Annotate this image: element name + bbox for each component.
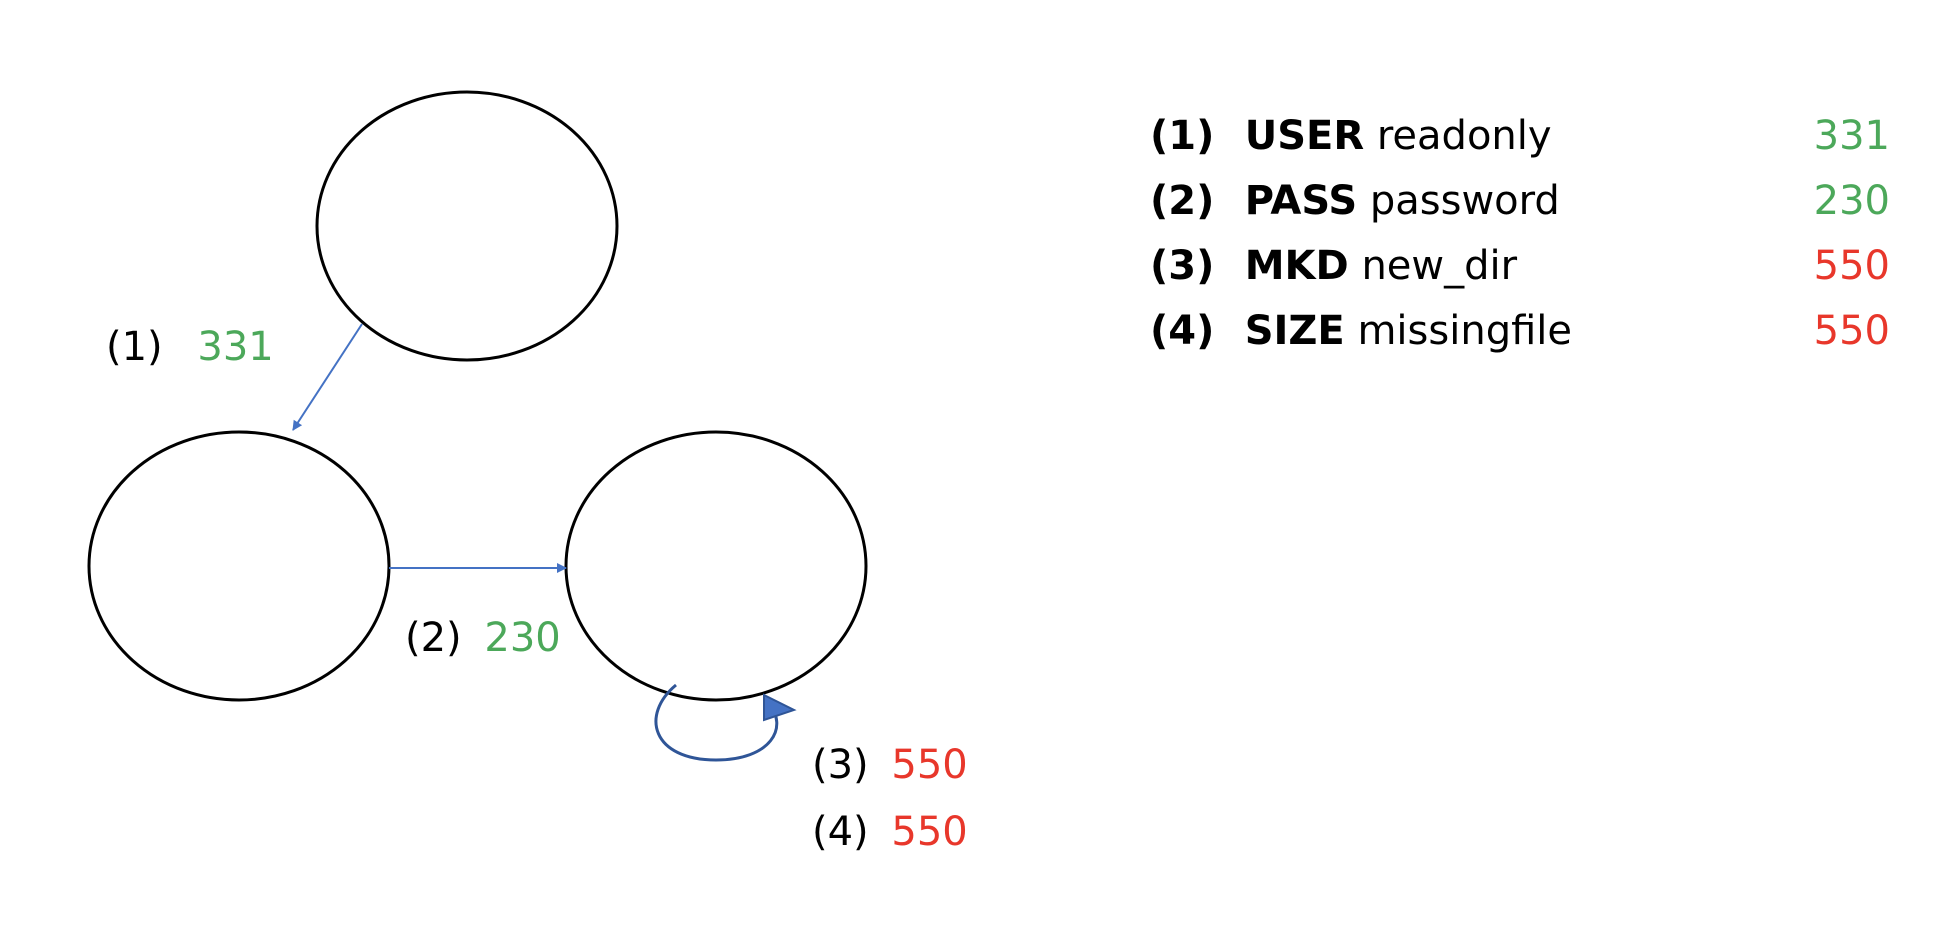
command-index: (1) <box>1150 113 1215 159</box>
command-index: (2) <box>1150 178 1215 224</box>
command-verb: SIZE <box>1244 308 1345 354</box>
command-row-2: (2) PASS password 230 <box>1150 169 1890 234</box>
edge-label-2-index: (2) <box>405 615 462 661</box>
command-argument: password <box>1369 178 1560 224</box>
edge-label-3-code: 550 <box>891 742 967 788</box>
command-list: (1) USER readonly 331 (2) PASS password … <box>1150 104 1890 364</box>
edge-label-1-code: 331 <box>197 324 273 370</box>
edge-label-2: (2) 230 <box>405 615 561 661</box>
command-verb: PASS <box>1244 178 1358 224</box>
transition-arrow-1-2 <box>292 323 363 431</box>
edge-label-1: (1) 331 <box>106 324 274 370</box>
response-code: 550 <box>1813 308 1890 354</box>
edge-label-4-code: 550 <box>891 809 967 855</box>
edge-label-2-code: 230 <box>484 615 560 661</box>
command-index: (4) <box>1150 308 1215 354</box>
command-verb: USER <box>1244 113 1365 159</box>
state-node-3[interactable] <box>564 430 868 702</box>
edge-label-3: (3) 550 <box>812 742 968 788</box>
command-argument: new_dir <box>1361 243 1518 289</box>
command-argument: readonly <box>1376 113 1552 159</box>
transition-loop-3 <box>654 683 779 762</box>
edge-label-1-index: (1) <box>106 324 163 370</box>
command-row-3: (3) MKD new_dir 550 <box>1150 234 1890 299</box>
response-code: 230 <box>1813 178 1890 224</box>
command-argument: missingfile <box>1357 308 1572 354</box>
command-index: (3) <box>1150 243 1215 289</box>
edge-label-4: (4) 550 <box>812 809 968 855</box>
command-verb: MKD <box>1244 243 1349 289</box>
edge-label-4-index: (4) <box>812 809 869 855</box>
response-code: 331 <box>1813 113 1890 159</box>
command-row-1: (1) USER readonly 331 <box>1150 104 1890 169</box>
edge-label-3-index: (3) <box>812 742 869 788</box>
state-node-2[interactable] <box>87 430 391 702</box>
loop-arrowhead <box>763 693 797 722</box>
command-row-4: (4) SIZE missingfile 550 <box>1150 299 1890 364</box>
state-node-1[interactable] <box>315 90 619 362</box>
response-code: 550 <box>1813 243 1890 289</box>
